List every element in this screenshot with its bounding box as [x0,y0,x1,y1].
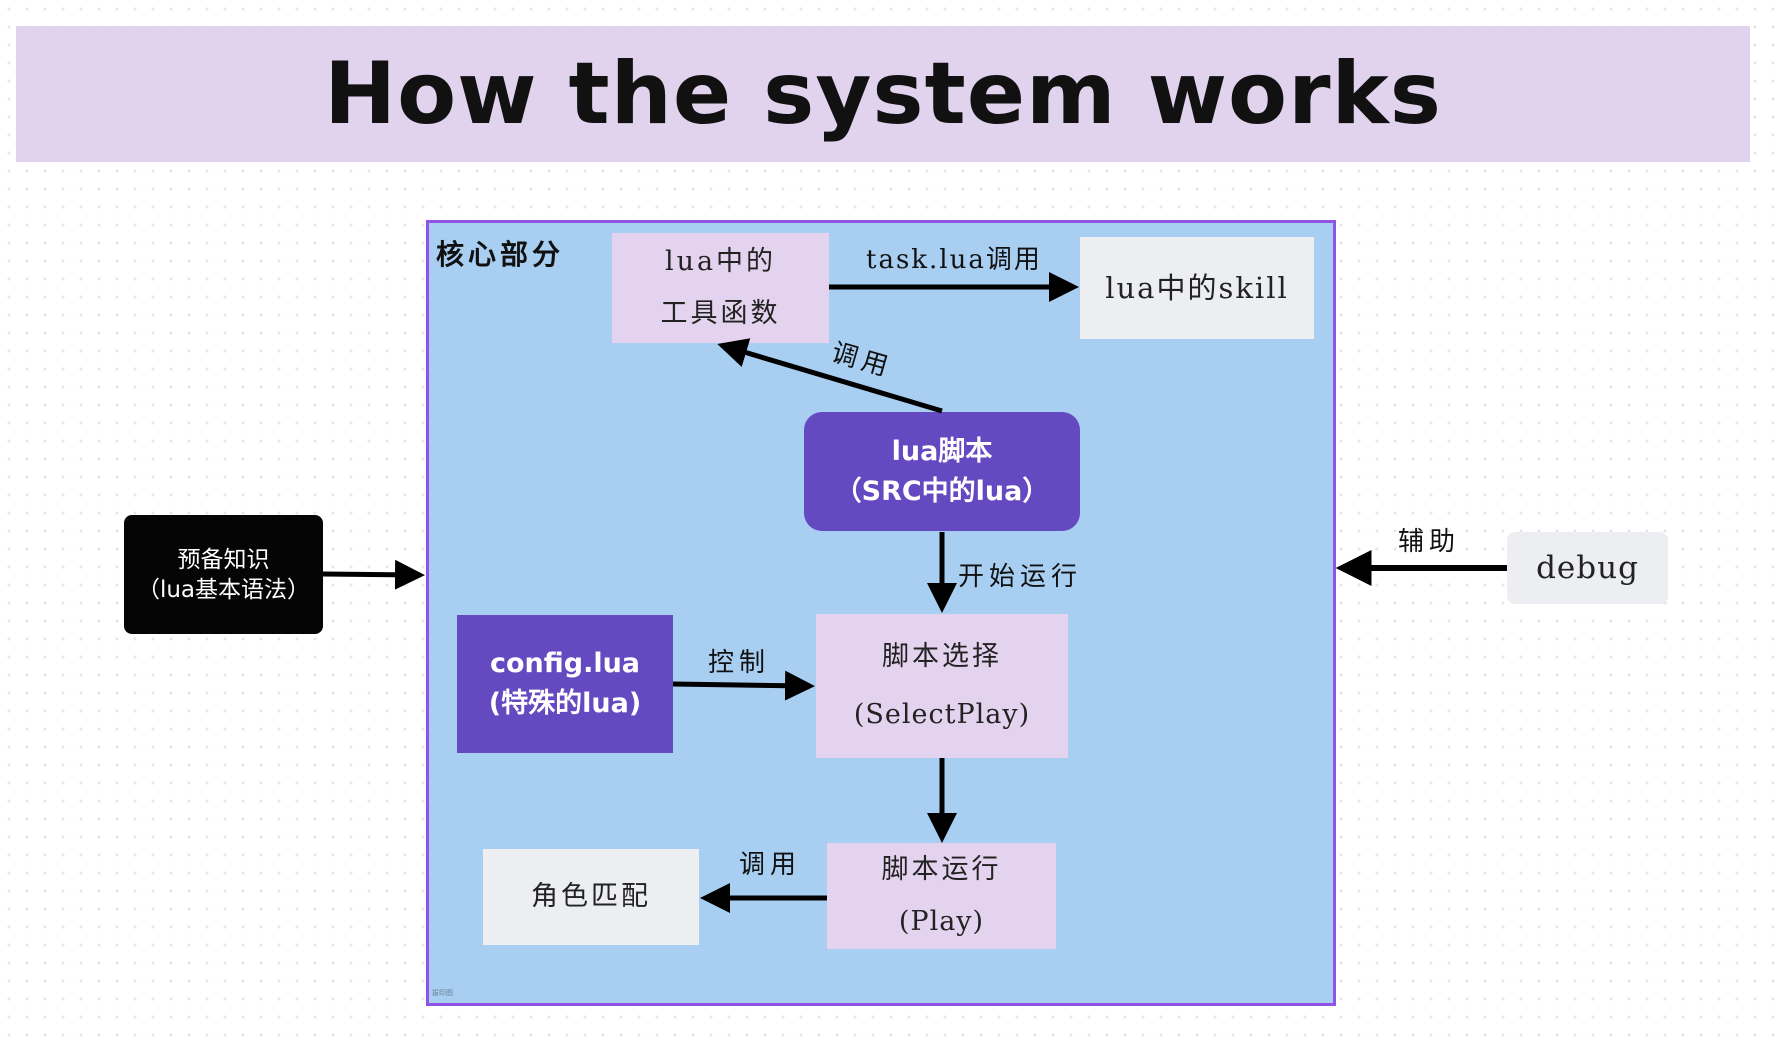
node-script-line1: lua脚本 [891,435,993,467]
edge-label-start-run: 开始运行 [958,562,1083,592]
edge-label-task-call: task.lua调用 [866,245,1042,275]
title-banner: How the system works [16,26,1750,162]
node-play-line2: (Play) [898,906,985,937]
node-debug[interactable]: debug [1507,532,1668,604]
node-config[interactable]: config.lua (特殊的lua) [457,615,673,753]
node-tools-line2: 工具函数 [660,298,781,329]
node-select-line2: (SelectPlay) [853,699,1031,730]
edge-label-play-call: 调用 [739,850,802,880]
node-role[interactable]: 角色匹配 [483,849,699,945]
core-panel-label: 核心部分 [436,238,565,271]
node-prereq[interactable]: 预备知识 （lua基本语法） [124,515,323,634]
node-config-line1: config.lua [489,648,641,679]
node-play-line1: 脚本运行 [881,854,1002,885]
edge-label-assist: 辅助 [1398,527,1461,557]
node-tools-line1: lua中的 [664,246,777,277]
watermark: 拔印图 [432,989,453,997]
node-skill-line1: lua中的skill [1105,271,1289,305]
node-play[interactable]: 脚本运行 (Play) [827,843,1056,949]
node-script[interactable]: lua脚本 （SRC中的lua） [804,412,1080,531]
page-title: How the system works [324,44,1442,144]
node-debug-line1: debug [1536,550,1639,586]
node-role-line1: 角色匹配 [531,881,651,912]
node-tools[interactable]: lua中的 工具函数 [612,233,829,343]
edge-label-control: 控制 [708,648,771,678]
node-select-line1: 脚本选择 [882,641,1002,672]
node-script-line2: （SRC中的lua） [834,475,1050,507]
arrow-prereq-to-core [322,559,425,590]
node-select[interactable]: 脚本选择 (SelectPlay) [816,614,1068,758]
node-skill[interactable]: lua中的skill [1080,237,1314,339]
node-prereq-line2: （lua基本语法） [136,576,311,603]
node-config-line2: (特殊的lua) [488,688,642,719]
node-prereq-line1: 预备知识 [177,546,270,573]
